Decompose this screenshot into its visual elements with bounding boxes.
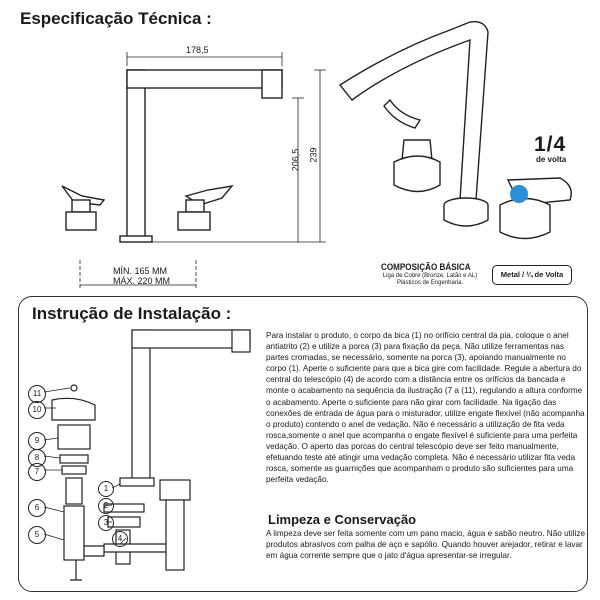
faucet-3d-illustration <box>338 21 572 240</box>
exploded-seal <box>59 454 89 464</box>
callout-7: 7 <box>28 463 46 481</box>
cleaning-text: A limpeza deve ser feita somente com um … <box>266 529 586 561</box>
callout-4: 4 <box>112 531 128 547</box>
callout-3: 3 <box>98 515 114 531</box>
spout-outlet <box>261 69 283 99</box>
spout-column <box>126 69 146 241</box>
exploded-body <box>63 505 85 561</box>
installation-instructions: Para instalar o produto, o corpo da bica… <box>266 331 585 485</box>
faucet-elevation <box>61 69 283 243</box>
dim-width: 178,5 <box>186 45 209 55</box>
exploded-right-body <box>165 499 185 571</box>
right-valve-body <box>177 211 211 231</box>
callout-10: 10 <box>28 401 46 419</box>
installation-panel <box>18 296 588 592</box>
spec-title: Especificação Técnica : <box>20 9 212 28</box>
composition-title: COMPOSIÇÃO BÁSICA <box>381 262 471 272</box>
rotation-indicator-icon <box>510 185 528 203</box>
exploded-spout-outlet <box>231 329 251 353</box>
callout-1: 1 <box>98 481 114 497</box>
callout-2: 2 <box>98 498 114 514</box>
installation-title: Instrução de Instalação : <box>32 304 232 323</box>
dim-height-1: 206,5 <box>290 148 301 172</box>
exploded-handle <box>51 397 96 421</box>
left-valve-cap <box>71 199 91 213</box>
dim-height-2: 239 <box>308 147 319 163</box>
dimension-lines <box>79 52 326 290</box>
dim-min: MÍN. 165 MM <box>113 266 168 276</box>
quarter-turn-label: de volta <box>536 155 567 164</box>
dim-max: MÁX. 220 MM <box>113 276 171 286</box>
callout-5: 5 <box>28 526 46 544</box>
callout-6: 6 <box>28 499 46 517</box>
exploded-bonnet <box>57 424 91 450</box>
exploded-valve-stem <box>65 477 83 505</box>
spout-base <box>119 235 153 243</box>
exploded-nut <box>119 477 155 487</box>
metal-quarter-turn-badge: Metal / ¼ de Volta <box>492 265 572 285</box>
spout-arm <box>126 69 283 89</box>
right-valve-cap <box>185 199 205 213</box>
left-valve-body <box>65 211 97 231</box>
callout-9: 9 <box>28 432 46 450</box>
cleaning-title: Limpeza e Conservação <box>268 512 417 527</box>
quarter-turn-value: 1/4 <box>534 133 567 156</box>
composition-text: Liga de Cobre (Bronze, Latão e AL) Plást… <box>382 273 478 286</box>
